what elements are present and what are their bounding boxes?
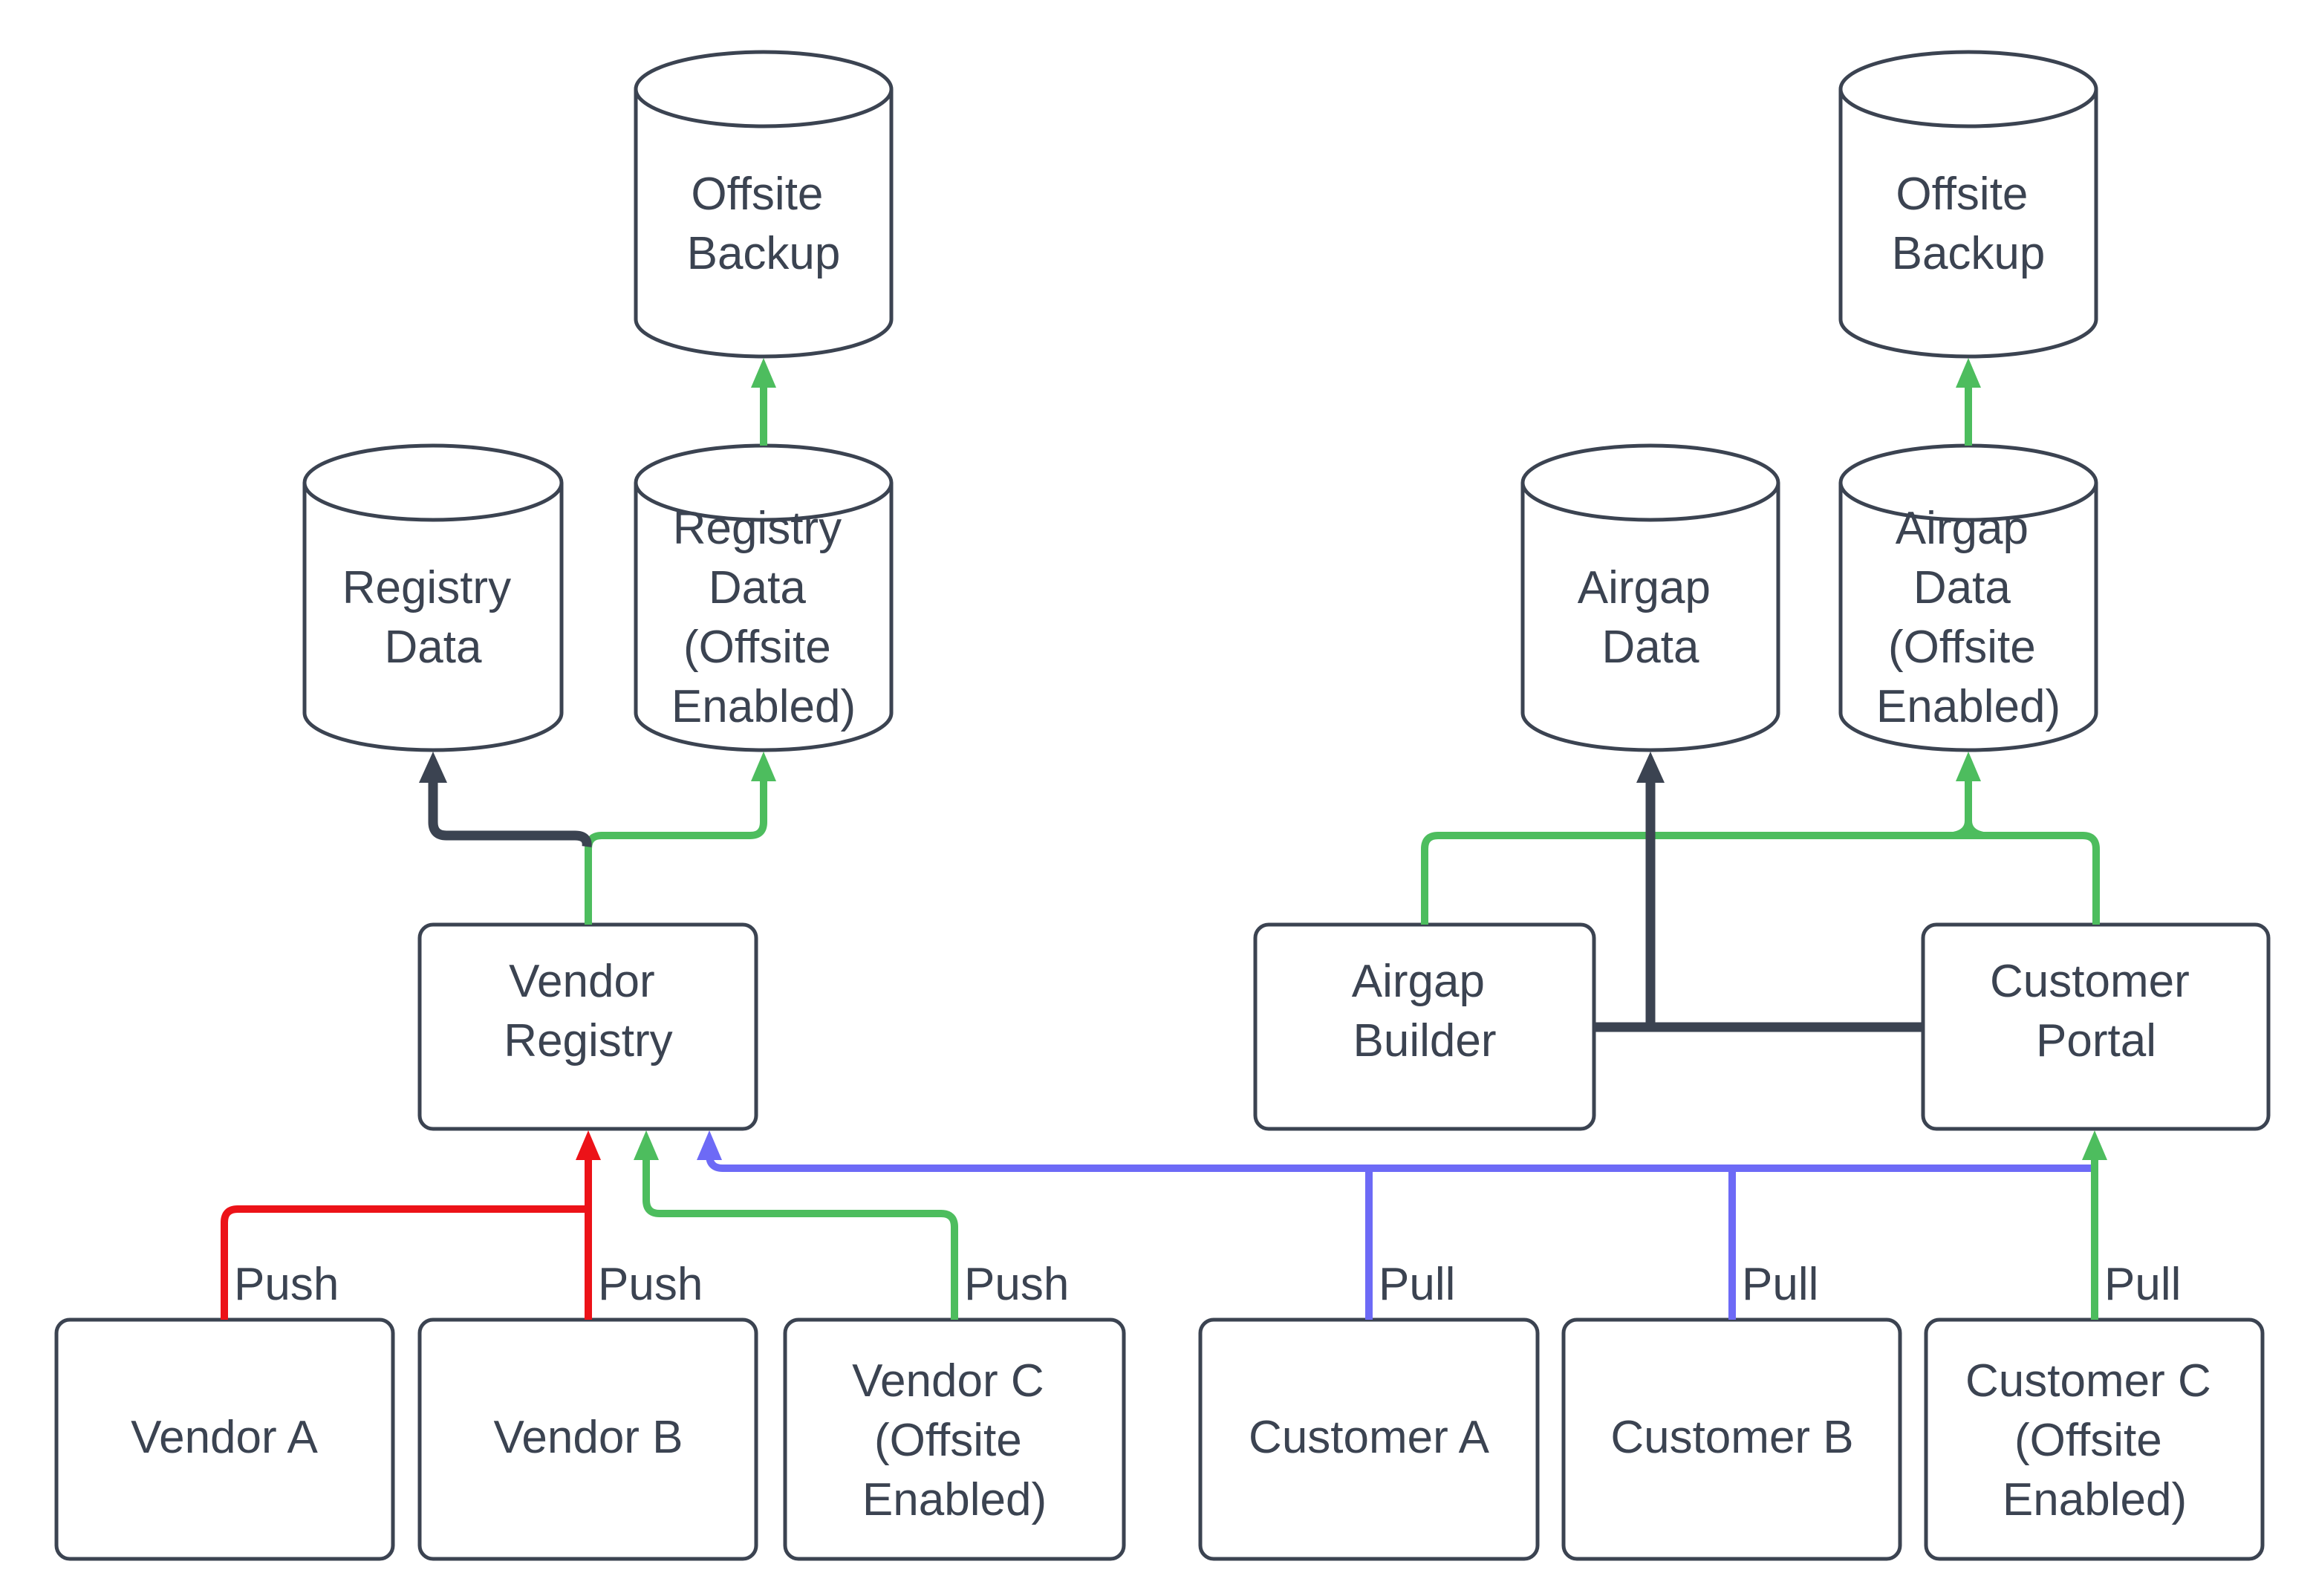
edge-label-push-vendor-c: Push <box>964 1259 1069 1310</box>
cylinder-body <box>1838 89 2098 359</box>
edge-label-pull-customer-c: Pull <box>2104 1259 2181 1310</box>
cylinder-body <box>302 483 564 752</box>
edge-label-pull-customer-b: Pull <box>1742 1259 1818 1310</box>
node-vendor-b: Vendor B <box>417 1317 758 1561</box>
arrowhead-registry-data <box>419 752 447 783</box>
cylinder-top <box>302 443 564 522</box>
node-label: Registry Data <box>342 562 524 673</box>
node-customer-portal: Customer Portal <box>1921 922 2271 1131</box>
cylinder-top <box>1520 443 1780 522</box>
node-airgap-data: Airgap Data <box>1520 443 1780 752</box>
node-offsite-backup-right: Offsite Backup <box>1838 50 2098 359</box>
node-registry-data: Registry Data <box>302 443 564 752</box>
node-label: Customer B <box>1610 1412 1853 1463</box>
arrowhead-airgap-data <box>1636 752 1665 783</box>
node-customer-c: Customer C (Offsite Enabled) <box>1924 1317 2265 1561</box>
node-vendor-a: Vendor A <box>54 1317 395 1561</box>
node-label: Airgap Data <box>1578 562 1723 673</box>
node-vendor-registry: Vendor Registry <box>417 922 758 1131</box>
arrowhead-airgap-data-offsite <box>1956 752 1981 781</box>
cylinder-body <box>1838 483 2098 752</box>
arrowhead-offsite-backup-left <box>751 358 776 388</box>
node-offsite-backup-left: Offsite Backup <box>634 50 894 359</box>
node-customer-b: Customer B <box>1561 1317 1902 1561</box>
node-label: Airgap Builder <box>1352 956 1497 1066</box>
node-airgap-builder: Airgap Builder <box>1253 922 1596 1131</box>
node-airgap-data-offsite: Airgap Data (Offsite Enabled) <box>1838 443 2098 752</box>
node-label: Vendor Registry <box>504 956 672 1066</box>
edge-label-push-vendor-b: Push <box>598 1259 703 1310</box>
cylinder-body <box>1520 483 1780 752</box>
cylinder-top <box>1838 50 2098 128</box>
edge-vendor-registry-to-registry-data-offsite <box>585 781 767 925</box>
cylinder-top <box>634 50 894 128</box>
node-label: Customer C (Offsite Enabled) <box>1965 1355 2224 1525</box>
node-label: Vendor A <box>131 1412 318 1463</box>
edge-vendor-c-push <box>642 1159 958 1320</box>
edge-vendor-registry-to-registry-data <box>428 781 592 847</box>
node-customer-a: Customer A <box>1198 1317 1540 1561</box>
node-label: Airgap Data (Offsite Enabled) <box>1876 503 2060 732</box>
arrowhead-registry-data-offsite <box>751 752 776 781</box>
edge-airgap-builder-customer-portal-green-rail <box>1421 832 2100 925</box>
edge-vendor-a-push <box>221 1205 585 1320</box>
arrowhead-pull-green <box>2082 1130 2107 1160</box>
edge-branch-to-airgap-data-offsite <box>1952 781 1985 839</box>
node-vendor-c: Vendor C (Offsite Enabled) <box>783 1317 1126 1561</box>
cylinder-body <box>634 483 894 752</box>
arrowhead-push-green <box>634 1130 659 1160</box>
edge-label-pull-customer-a: Pull <box>1379 1259 1455 1310</box>
edge-label-push-vendor-a: Push <box>234 1259 339 1310</box>
node-label: Offsite Backup <box>1892 169 2046 279</box>
cylinder-body <box>634 89 894 359</box>
arrowhead-push-red <box>576 1130 601 1160</box>
arrowhead-pull-blue <box>697 1130 722 1160</box>
node-label: Vendor B <box>493 1412 683 1463</box>
arrowhead-offsite-backup-right <box>1956 358 1981 388</box>
edge-customer-pull-rail <box>706 1154 2092 1172</box>
node-label: Vendor C (Offsite Enabled) <box>852 1355 1057 1525</box>
node-registry-data-offsite: Registry Data (Offsite Enabled) <box>634 443 894 752</box>
node-label: Offsite Backup <box>687 169 841 279</box>
node-label: Registry Data (Offsite Enabled) <box>671 503 856 732</box>
node-label: Customer Portal <box>1990 956 2202 1066</box>
node-label: Customer A <box>1249 1412 1490 1463</box>
